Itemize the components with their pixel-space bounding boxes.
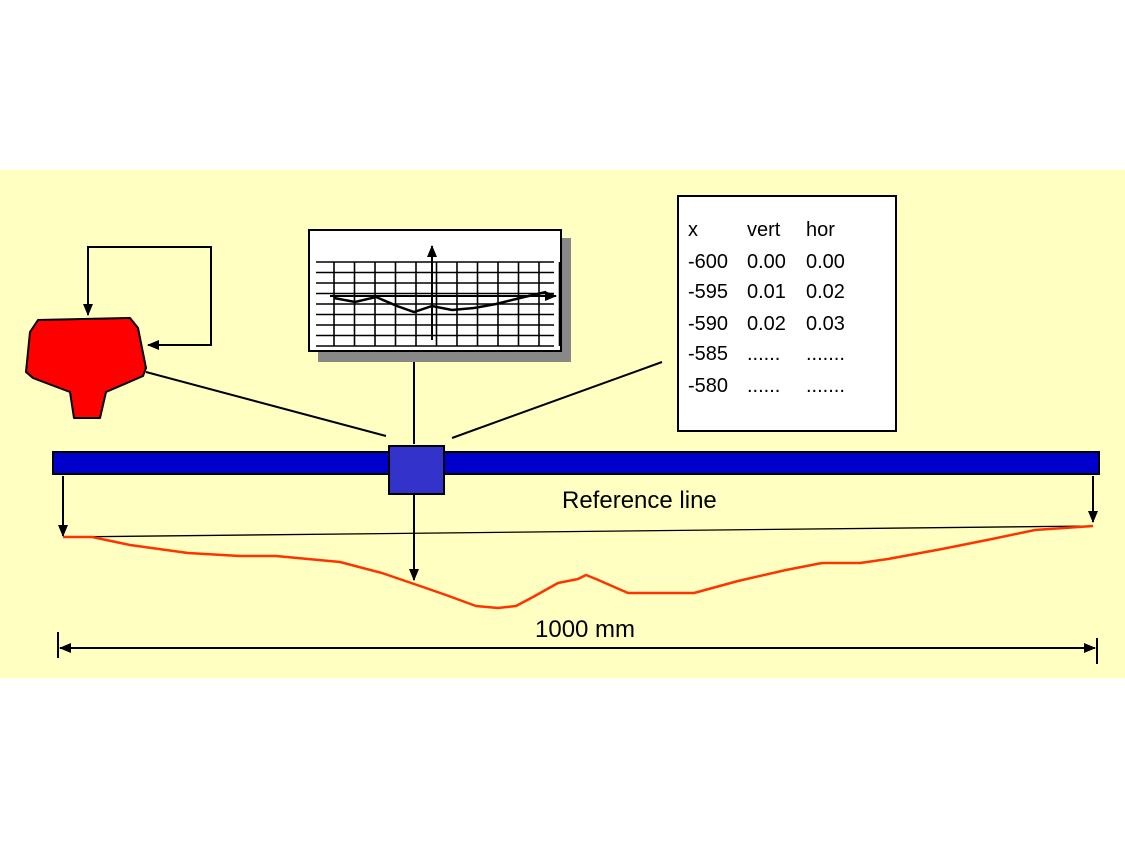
dimension-label: 1000 mm bbox=[535, 616, 635, 643]
table-cell: ...... bbox=[747, 343, 780, 365]
table-cell: 0.00 bbox=[806, 251, 845, 273]
table-cell: -590 bbox=[688, 313, 728, 335]
table-header-x: x bbox=[688, 219, 698, 241]
table-header-vert: vert bbox=[747, 219, 781, 241]
table-cell: 0.02 bbox=[806, 281, 845, 303]
chart-panel bbox=[308, 229, 571, 362]
table-cell: ....... bbox=[806, 343, 845, 365]
sensor-box bbox=[388, 445, 445, 495]
table-cell: 0.01 bbox=[747, 281, 786, 303]
table-cell: -595 bbox=[688, 281, 728, 303]
table-header-hor: hor bbox=[806, 219, 835, 241]
table-cell: 0.00 bbox=[747, 251, 786, 273]
data-table-box bbox=[677, 195, 897, 432]
table-cell: 0.03 bbox=[806, 313, 845, 335]
table-cell: ....... bbox=[806, 375, 845, 397]
dimension-line bbox=[57, 632, 1098, 664]
chart-trace bbox=[333, 290, 547, 314]
table-cell: -600 bbox=[688, 251, 728, 273]
reference-chord bbox=[62, 525, 1094, 538]
table-cell: ...... bbox=[747, 375, 780, 397]
chart-grid bbox=[316, 261, 561, 347]
chart-panel-box bbox=[308, 229, 562, 352]
table-cell: -585 bbox=[688, 343, 728, 365]
reference-line-label: Reference line bbox=[562, 487, 717, 514]
connector-rail-to-sensor bbox=[145, 371, 387, 437]
data-table-panel: x vert hor -600 0.00 0.00 -595 0.01 0.02… bbox=[677, 195, 897, 432]
connector-table-to-sensor bbox=[451, 361, 663, 439]
table-cell: 0.02 bbox=[747, 313, 786, 335]
reference-beam bbox=[52, 451, 1100, 475]
feedback-loop-arrow bbox=[83, 246, 212, 350]
rail-profile-icon bbox=[25, 317, 147, 419]
measured-curve bbox=[63, 524, 1094, 610]
table-cell: -580 bbox=[688, 375, 728, 397]
